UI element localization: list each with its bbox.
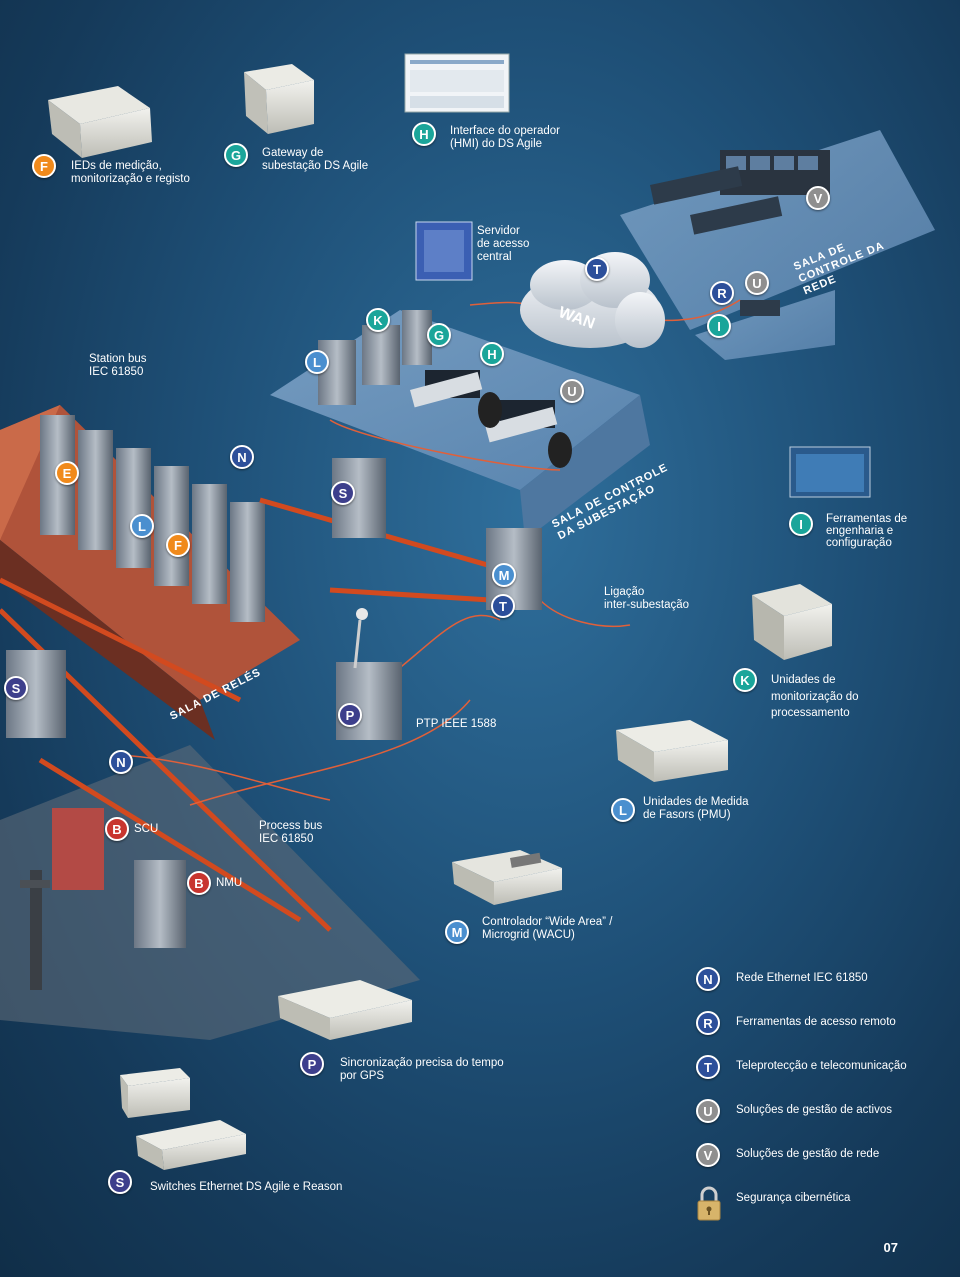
page-number: 07 [883, 1240, 898, 1255]
badge-l-station: L [305, 350, 329, 374]
fiber-links [119, 299, 741, 806]
station-bus-label: Station bus IEC 61850 [89, 353, 147, 378]
badge-g-gateway: G [224, 143, 248, 167]
badge-p-gps: P [300, 1052, 324, 1076]
badge-u-network: U [745, 271, 769, 295]
badge-i-tools: I [789, 512, 813, 536]
badge-n-mid: N [109, 750, 133, 774]
gps-clock-device-image [278, 980, 412, 1040]
scu-label: SCU [134, 823, 159, 835]
network-control-room [620, 130, 935, 360]
padlock-icon [697, 1186, 721, 1221]
legend-badge-v: V [696, 1143, 720, 1167]
badge-l-pmu: L [611, 798, 635, 822]
badge-h-scene: H [480, 342, 504, 366]
central-access-server [415, 221, 473, 281]
wacu-device-image [452, 850, 562, 905]
wan-cloud [520, 252, 665, 348]
badge-m-cabinet: M [492, 563, 516, 587]
badge-t-cabinet: T [491, 594, 515, 618]
gateway-device-image [244, 64, 314, 134]
badge-t-wan: T [585, 257, 609, 281]
legend-text-asset-management: Soluções de gestão de activos [736, 1104, 892, 1116]
ethernet-switch-images [120, 1068, 246, 1170]
switchyard-structure [20, 870, 50, 990]
inter-substation-link-label: Ligação inter-subestação [604, 586, 690, 611]
legend-badge-u: U [696, 1099, 720, 1123]
process-monitoring-unit-image [752, 584, 832, 660]
gps-label: Sincronização precisa do tempo por GPS [340, 1057, 504, 1082]
badge-s-relay: S [331, 481, 355, 505]
pmu-label: Unidades de Medida de Fasors (PMU) [643, 796, 749, 821]
legend-text-teleprotection: Teleprotecção e telecomunicação [736, 1060, 907, 1072]
badge-m-wacu: M [445, 920, 469, 944]
ied-label: IEDs de medição, monitorização e registo [71, 160, 190, 185]
badge-l-relay: L [130, 514, 154, 538]
pmu-device-image [616, 720, 728, 782]
badge-g-scene: G [427, 323, 451, 347]
hmi-label: Interface do operador (HMI) do DS Agile [450, 125, 560, 150]
badge-s-left: S [4, 676, 28, 700]
badge-b-scu: B [105, 817, 129, 841]
badge-p-cabinet: P [338, 703, 362, 727]
wacu-label: Controlador “Wide Area” / Microgrid (WAC… [482, 916, 613, 941]
process-monitoring-label: Unidades de monitorização do processamen… [771, 674, 859, 719]
nmu-label: NMU [216, 877, 243, 889]
badge-i-network: I [707, 314, 731, 338]
badge-u-station: U [560, 379, 584, 403]
legend-badge-n: N [696, 967, 720, 991]
legend-text-ethernet: Rede Ethernet IEC 61850 [736, 972, 868, 984]
server-label: Servidor de acesso central [477, 225, 530, 263]
badge-b-nmu: B [187, 871, 211, 895]
legend-badge-r: R [696, 1011, 720, 1035]
badge-k-monitoring: K [733, 668, 757, 692]
switches-label: Switches Ethernet DS Agile e Reason [150, 1181, 343, 1193]
process-bus-label: Process bus IEC 61850 [259, 820, 323, 845]
badge-f-relay: F [166, 533, 190, 557]
switch-cabinets [6, 458, 542, 948]
ptp-label: PTP IEEE 1588 [416, 718, 497, 730]
legend-badge-t: T [696, 1055, 720, 1079]
engineering-tools-label: Ferramentas de engenharia e configuração [826, 513, 908, 549]
badge-k-scene: K [366, 308, 390, 332]
badge-s-switches: S [108, 1170, 132, 1194]
badge-f-ied: F [32, 154, 56, 178]
badge-h-hmi: H [412, 122, 436, 146]
ied-device-image [48, 86, 152, 158]
legend-text-cyber-security: Segurança cibernética [736, 1192, 851, 1204]
legend-text-remote-access: Ferramentas de acesso remoto [736, 1016, 896, 1028]
badge-n-top: N [230, 445, 254, 469]
badge-v-scene: V [806, 186, 830, 210]
substation-control-room [270, 310, 650, 540]
gateway-label: Gateway de subestação DS Agile [262, 147, 369, 172]
legend-text-network-management: Soluções de gestão de rede [736, 1148, 880, 1160]
engineering-tool-screenshot [789, 446, 871, 498]
badge-e-relay: E [55, 461, 79, 485]
gps-antenna [353, 608, 368, 669]
badge-r-scene: R [710, 281, 734, 305]
hmi-screenshot-image [404, 53, 510, 113]
